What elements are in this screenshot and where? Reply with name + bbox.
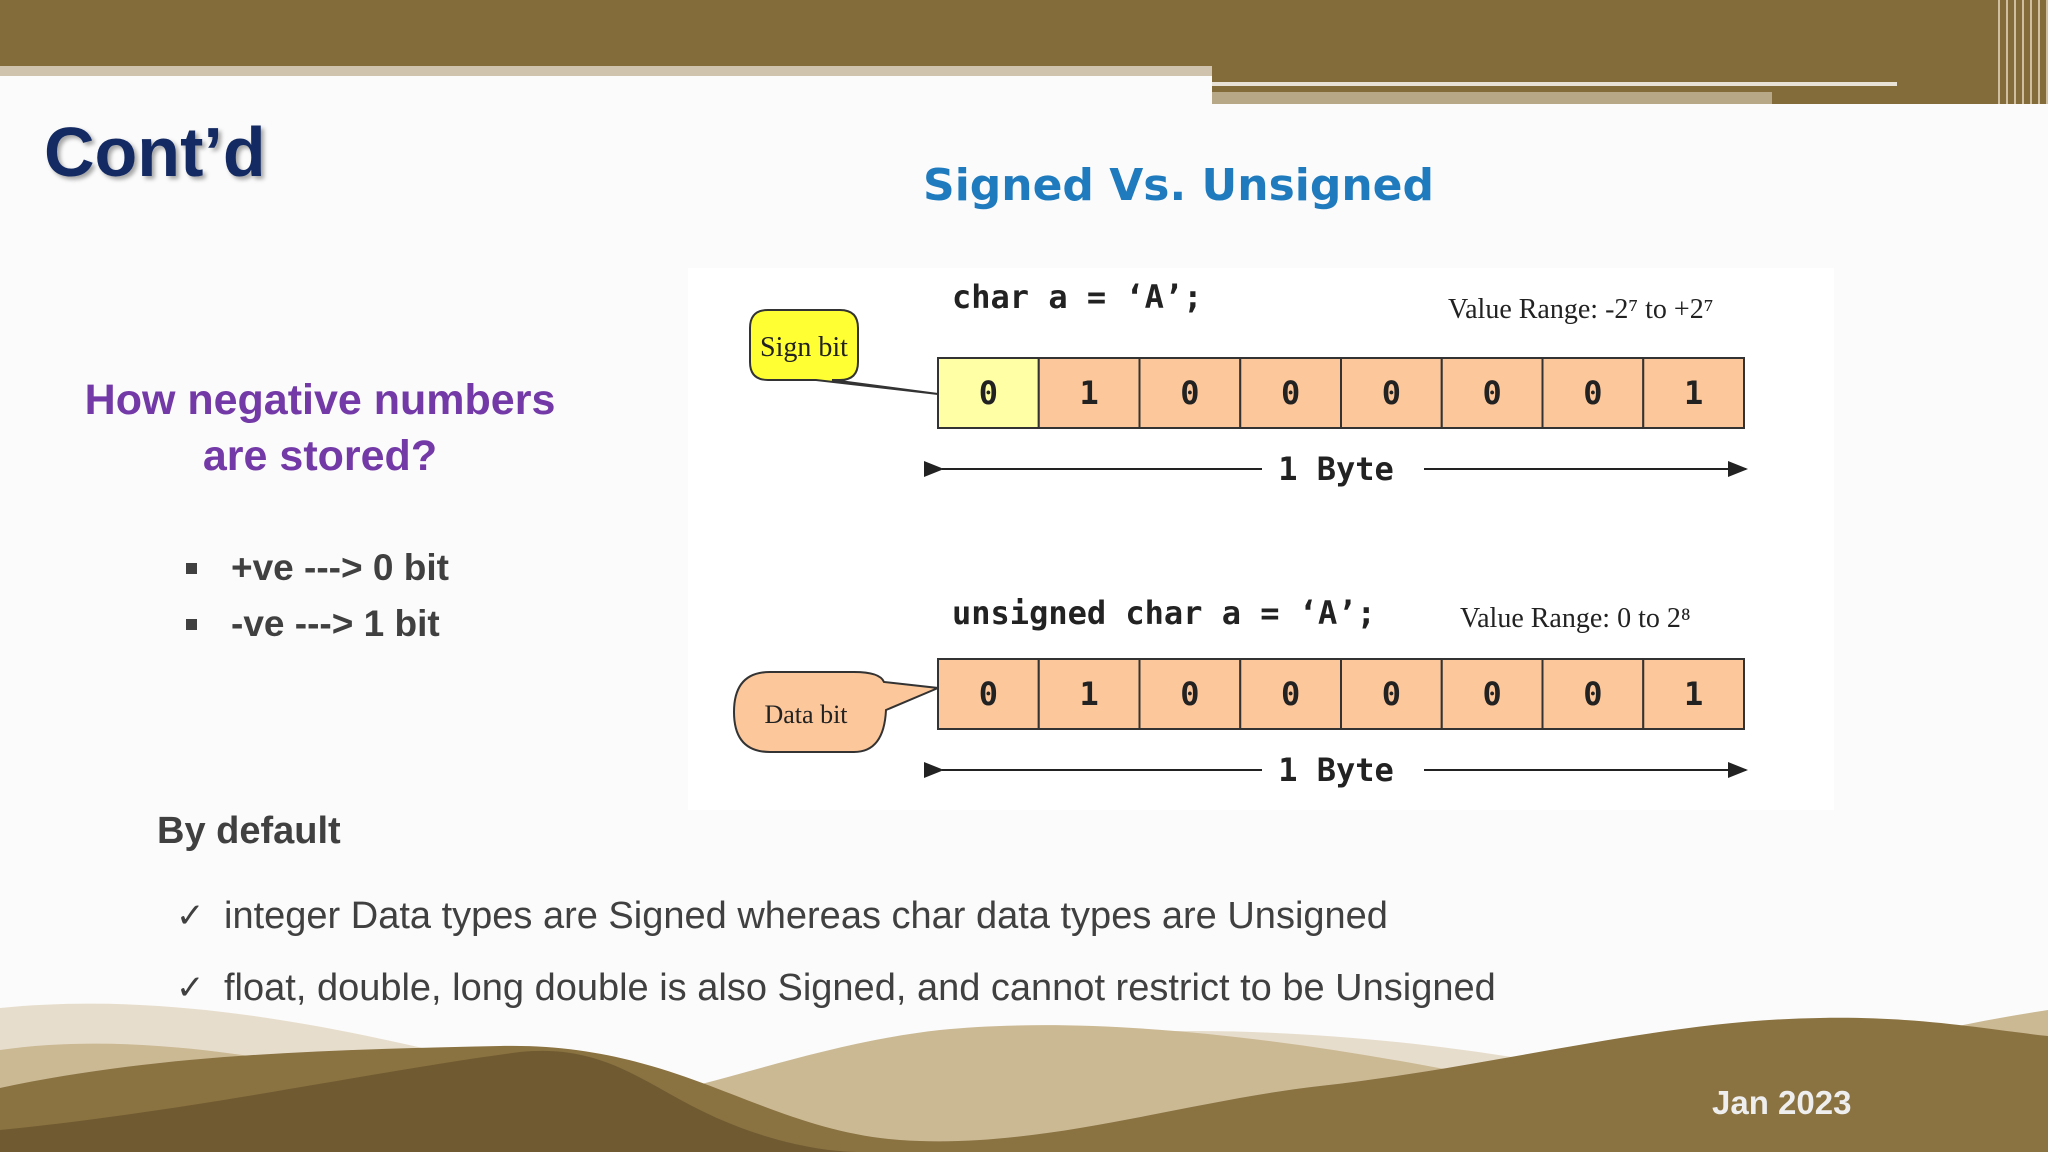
- sign-bit-callout: Sign bit: [749, 309, 939, 395]
- bit-value: 1: [1079, 675, 1098, 713]
- bit-cell: [937, 658, 1040, 730]
- bit-cell: [1340, 357, 1443, 429]
- default-heading: By default: [157, 810, 341, 852]
- signed-bit-row: 0 1 0 0 0 0 0 1: [937, 357, 1745, 429]
- top-banner-line: [1212, 82, 1897, 86]
- bit-cell: [1138, 357, 1242, 429]
- bit-cell: [1642, 658, 1745, 730]
- signed-byte-label: 1 Byte: [1278, 450, 1394, 488]
- bit-value: 0: [1281, 374, 1300, 412]
- bullet-text: +ve ---> 0 bit: [231, 547, 449, 588]
- bit-value: 0: [979, 374, 998, 412]
- bit-cell: [1440, 357, 1544, 429]
- footer-date: Jan 2023: [1712, 1084, 1852, 1121]
- bit-value: 0: [1382, 675, 1401, 713]
- checkmark-icon: ✓: [176, 968, 205, 1008]
- bit-cell: [1239, 357, 1342, 429]
- sign-bit-callout-label: Sign bit: [760, 332, 848, 363]
- bit-cell: [1138, 658, 1242, 730]
- bit-value: 0: [1180, 374, 1199, 412]
- bit-value: 0: [1382, 374, 1401, 412]
- data-bit-callout: Data bit: [732, 671, 942, 753]
- unsigned-byte-label: 1 Byte: [1278, 751, 1394, 789]
- bit-value: 0: [979, 675, 998, 713]
- default-checklist: ✓ integer Data types are Signed whereas c…: [176, 880, 1496, 1024]
- bullet-text: -ve ---> 1 bit: [231, 603, 440, 644]
- square-bullet-icon: [186, 562, 197, 574]
- bit-value: 1: [1684, 675, 1703, 713]
- diagram-title: Signed Vs. Unsigned: [923, 160, 1435, 211]
- top-banner-right-shade: [1212, 92, 1772, 104]
- unsigned-range: Value Range: 0 to 2⁸: [1460, 603, 1691, 634]
- bit-cell: [1642, 357, 1745, 429]
- check-text: integer Data types are Signed whereas ch…: [224, 894, 1388, 937]
- signed-unsigned-diagram: char a = ‘A’; Value Range: -2⁷ to +2⁷ Si…: [688, 268, 1834, 810]
- top-banner: [0, 0, 2048, 70]
- list-item: +ve ---> 0 bit: [186, 540, 449, 596]
- sign-bit-list: +ve ---> 0 bit -ve ---> 1 bit: [186, 540, 449, 652]
- question-text: How negative numbers are stored?: [84, 376, 556, 480]
- checkmark-icon: ✓: [176, 896, 205, 936]
- list-item: ✓ integer Data types are Signed whereas c…: [176, 880, 1496, 952]
- signed-range: Value Range: -2⁷ to +2⁷: [1448, 294, 1713, 325]
- list-item: ✓ float, double, long double is also Sign…: [176, 952, 1496, 1024]
- top-banner-accent: [0, 66, 1212, 76]
- unsigned-bit-row: 0 1 0 0 0 0 0 1: [937, 658, 1745, 730]
- sign-bit-cell: [937, 357, 1040, 429]
- bit-value: 0: [1583, 374, 1602, 412]
- check-text: float, double, long double is also Signe…: [224, 966, 1496, 1009]
- data-bit-callout-label: Data bit: [764, 700, 848, 729]
- unsigned-code: unsigned char a = ‘A’;: [952, 594, 1376, 632]
- bit-value: 1: [1079, 374, 1098, 412]
- bit-cell: [1340, 658, 1443, 730]
- bit-value: 0: [1180, 675, 1199, 713]
- bit-value: 0: [1583, 675, 1602, 713]
- bit-value: 0: [1482, 675, 1501, 713]
- slide-title: Cont’d: [44, 113, 266, 191]
- bit-value: 0: [1482, 374, 1501, 412]
- top-banner-stripes: [1992, 0, 2048, 104]
- bit-value: 1: [1684, 374, 1703, 412]
- signed-code: char a = ‘A’;: [952, 278, 1202, 316]
- bit-value: 0: [1281, 675, 1300, 713]
- footer-waves: [0, 1003, 2048, 1152]
- square-bullet-icon: [186, 618, 197, 630]
- bit-cell: [1037, 357, 1141, 429]
- bit-cell: [1541, 658, 1645, 730]
- list-item: -ve ---> 1 bit: [186, 596, 449, 652]
